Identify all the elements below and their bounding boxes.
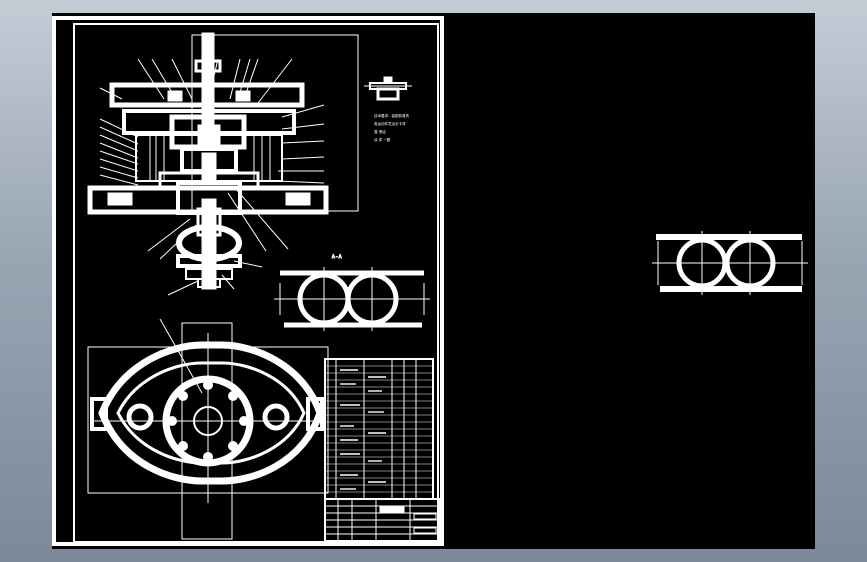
sheet-frame [52,16,444,546]
technical-requirements: 技术要求：装配前清洗 各运动件灵活无卡滞 潜 滑油 涂 漆 一题 [374,113,409,142]
leader-lines [99,58,325,296]
standalone-section-view [652,231,808,295]
requirement-line: 技术要求：装配前清洗 [374,113,409,118]
requirement-line: 各运动件灵活无卡滞 [374,121,406,126]
cad-drawing: 技术要求：装配前清洗 各运动件灵活无卡滞 潜 滑油 涂 漆 一题 A - A [52,16,808,546]
plan-view [87,318,329,540]
parts-list [324,358,434,500]
assembly-section-view [87,32,359,290]
section-view-aa: A - A [274,254,430,331]
section-label: A - A [332,254,342,259]
title-block [324,498,440,542]
requirement-line: 涂 漆 一题 [374,137,391,142]
drawing-viewport[interactable]: 技术要求：装配前清洗 各运动件灵活无卡滞 潜 滑油 涂 漆 一题 A - A [52,13,815,549]
detail-view [364,76,412,101]
requirement-line: 潜 滑油 [374,129,386,134]
